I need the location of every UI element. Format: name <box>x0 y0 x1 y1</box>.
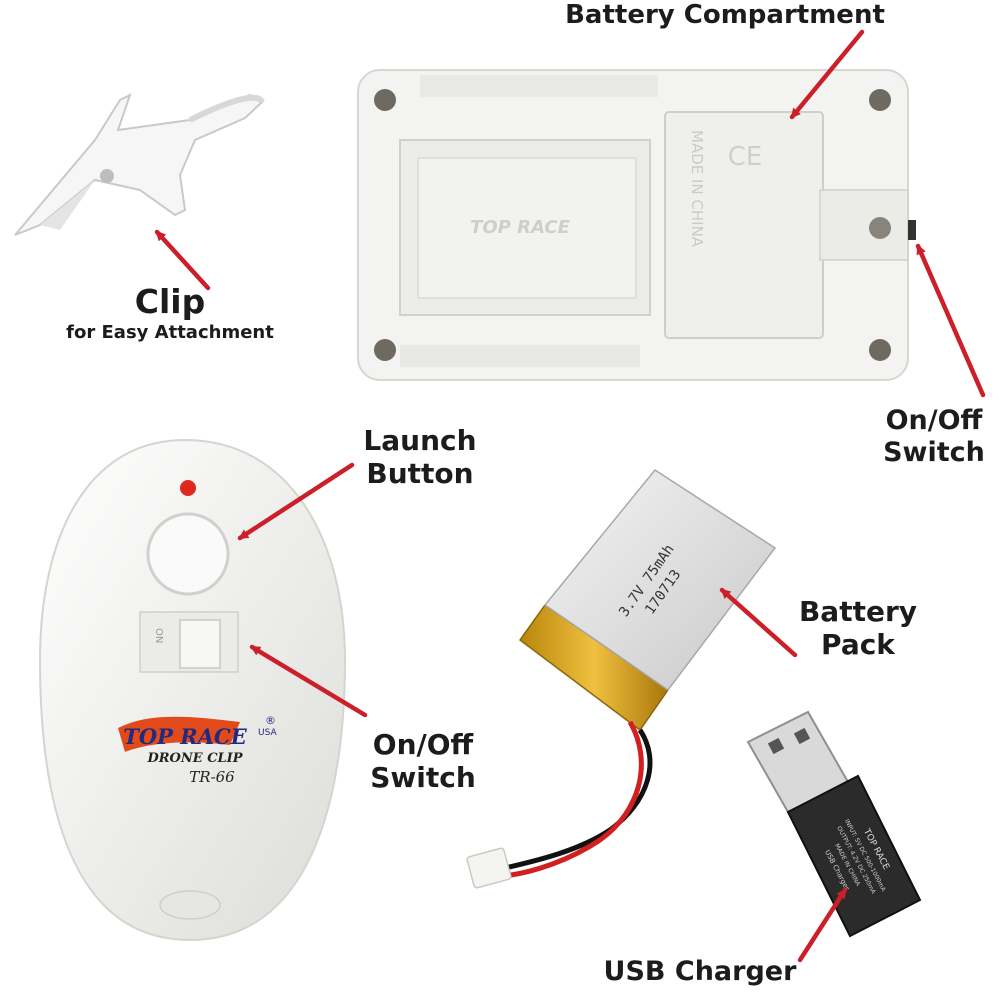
onoff-remote-line2: Switch <box>370 761 476 795</box>
arrow-onoff-top <box>915 243 986 398</box>
arrow-launch-button <box>237 462 355 541</box>
usb-charger-label: USB Charger <box>603 956 797 987</box>
arrow-battery-compartment <box>789 29 865 120</box>
remote-model-text: TR-66 <box>189 768 235 786</box>
onoff-top-line1: On/Off <box>885 405 983 436</box>
switch-on-text: ON <box>153 628 164 643</box>
battery-compartment-label: Battery Compartment <box>565 0 885 30</box>
compartment-brand-text: TOP RACE <box>470 217 570 238</box>
ce-mark-text: CE <box>728 142 763 172</box>
clip-label: Clip for Easy Attachment <box>40 282 300 343</box>
clip-image <box>14 93 265 236</box>
onoff-switch-remote-label: On/Off Switch <box>343 728 503 794</box>
compartment-made-in-text: MADE IN CHINA <box>688 130 706 248</box>
onoff-top-line2: Switch <box>883 436 985 468</box>
led-indicator <box>180 480 196 496</box>
launch-line2: Button <box>366 457 474 491</box>
remote-brand-usa-text: USA <box>258 728 277 738</box>
onoff-remote-line1: On/Off <box>372 728 474 761</box>
battery-compartment-image: TOP RACE CE MADE IN CHINA <box>357 69 916 381</box>
clip-subtitle: for Easy Attachment <box>66 321 274 343</box>
arrow-onoff-remote <box>249 644 368 718</box>
arrow-usb-charger <box>797 887 848 963</box>
remote-switch-image <box>179 619 221 669</box>
remote-image: ON TOP RACE USA ® DRONE CLIP TR-66 <box>38 438 347 942</box>
onoff-switch-top-label: On/Off Switch <box>868 405 1000 469</box>
battery-pack-line1: Battery <box>798 595 918 628</box>
clip-title: Clip <box>134 282 206 321</box>
battery-pack-line2: Pack <box>821 628 895 662</box>
remote-product-name-text: DRONE CLIP <box>146 751 243 766</box>
launch-line1: Launch <box>363 424 477 457</box>
battery-pack-label: Battery Pack <box>778 595 938 661</box>
arrow-clip <box>154 229 211 291</box>
remote-brand-text: TOP RACE <box>123 724 247 749</box>
battery-pack-image: 3.7V 75mAh 170713 <box>466 469 777 889</box>
remote-registered-mark: ® <box>265 714 276 727</box>
arrow-battery-pack <box>719 587 798 658</box>
launch-button-label: Launch Button <box>340 424 500 490</box>
launch-button-image <box>146 512 230 596</box>
usb-charger-image: TOP RACE INPUT: 5V DC 500-1000mA OUTPUT:… <box>746 710 922 938</box>
